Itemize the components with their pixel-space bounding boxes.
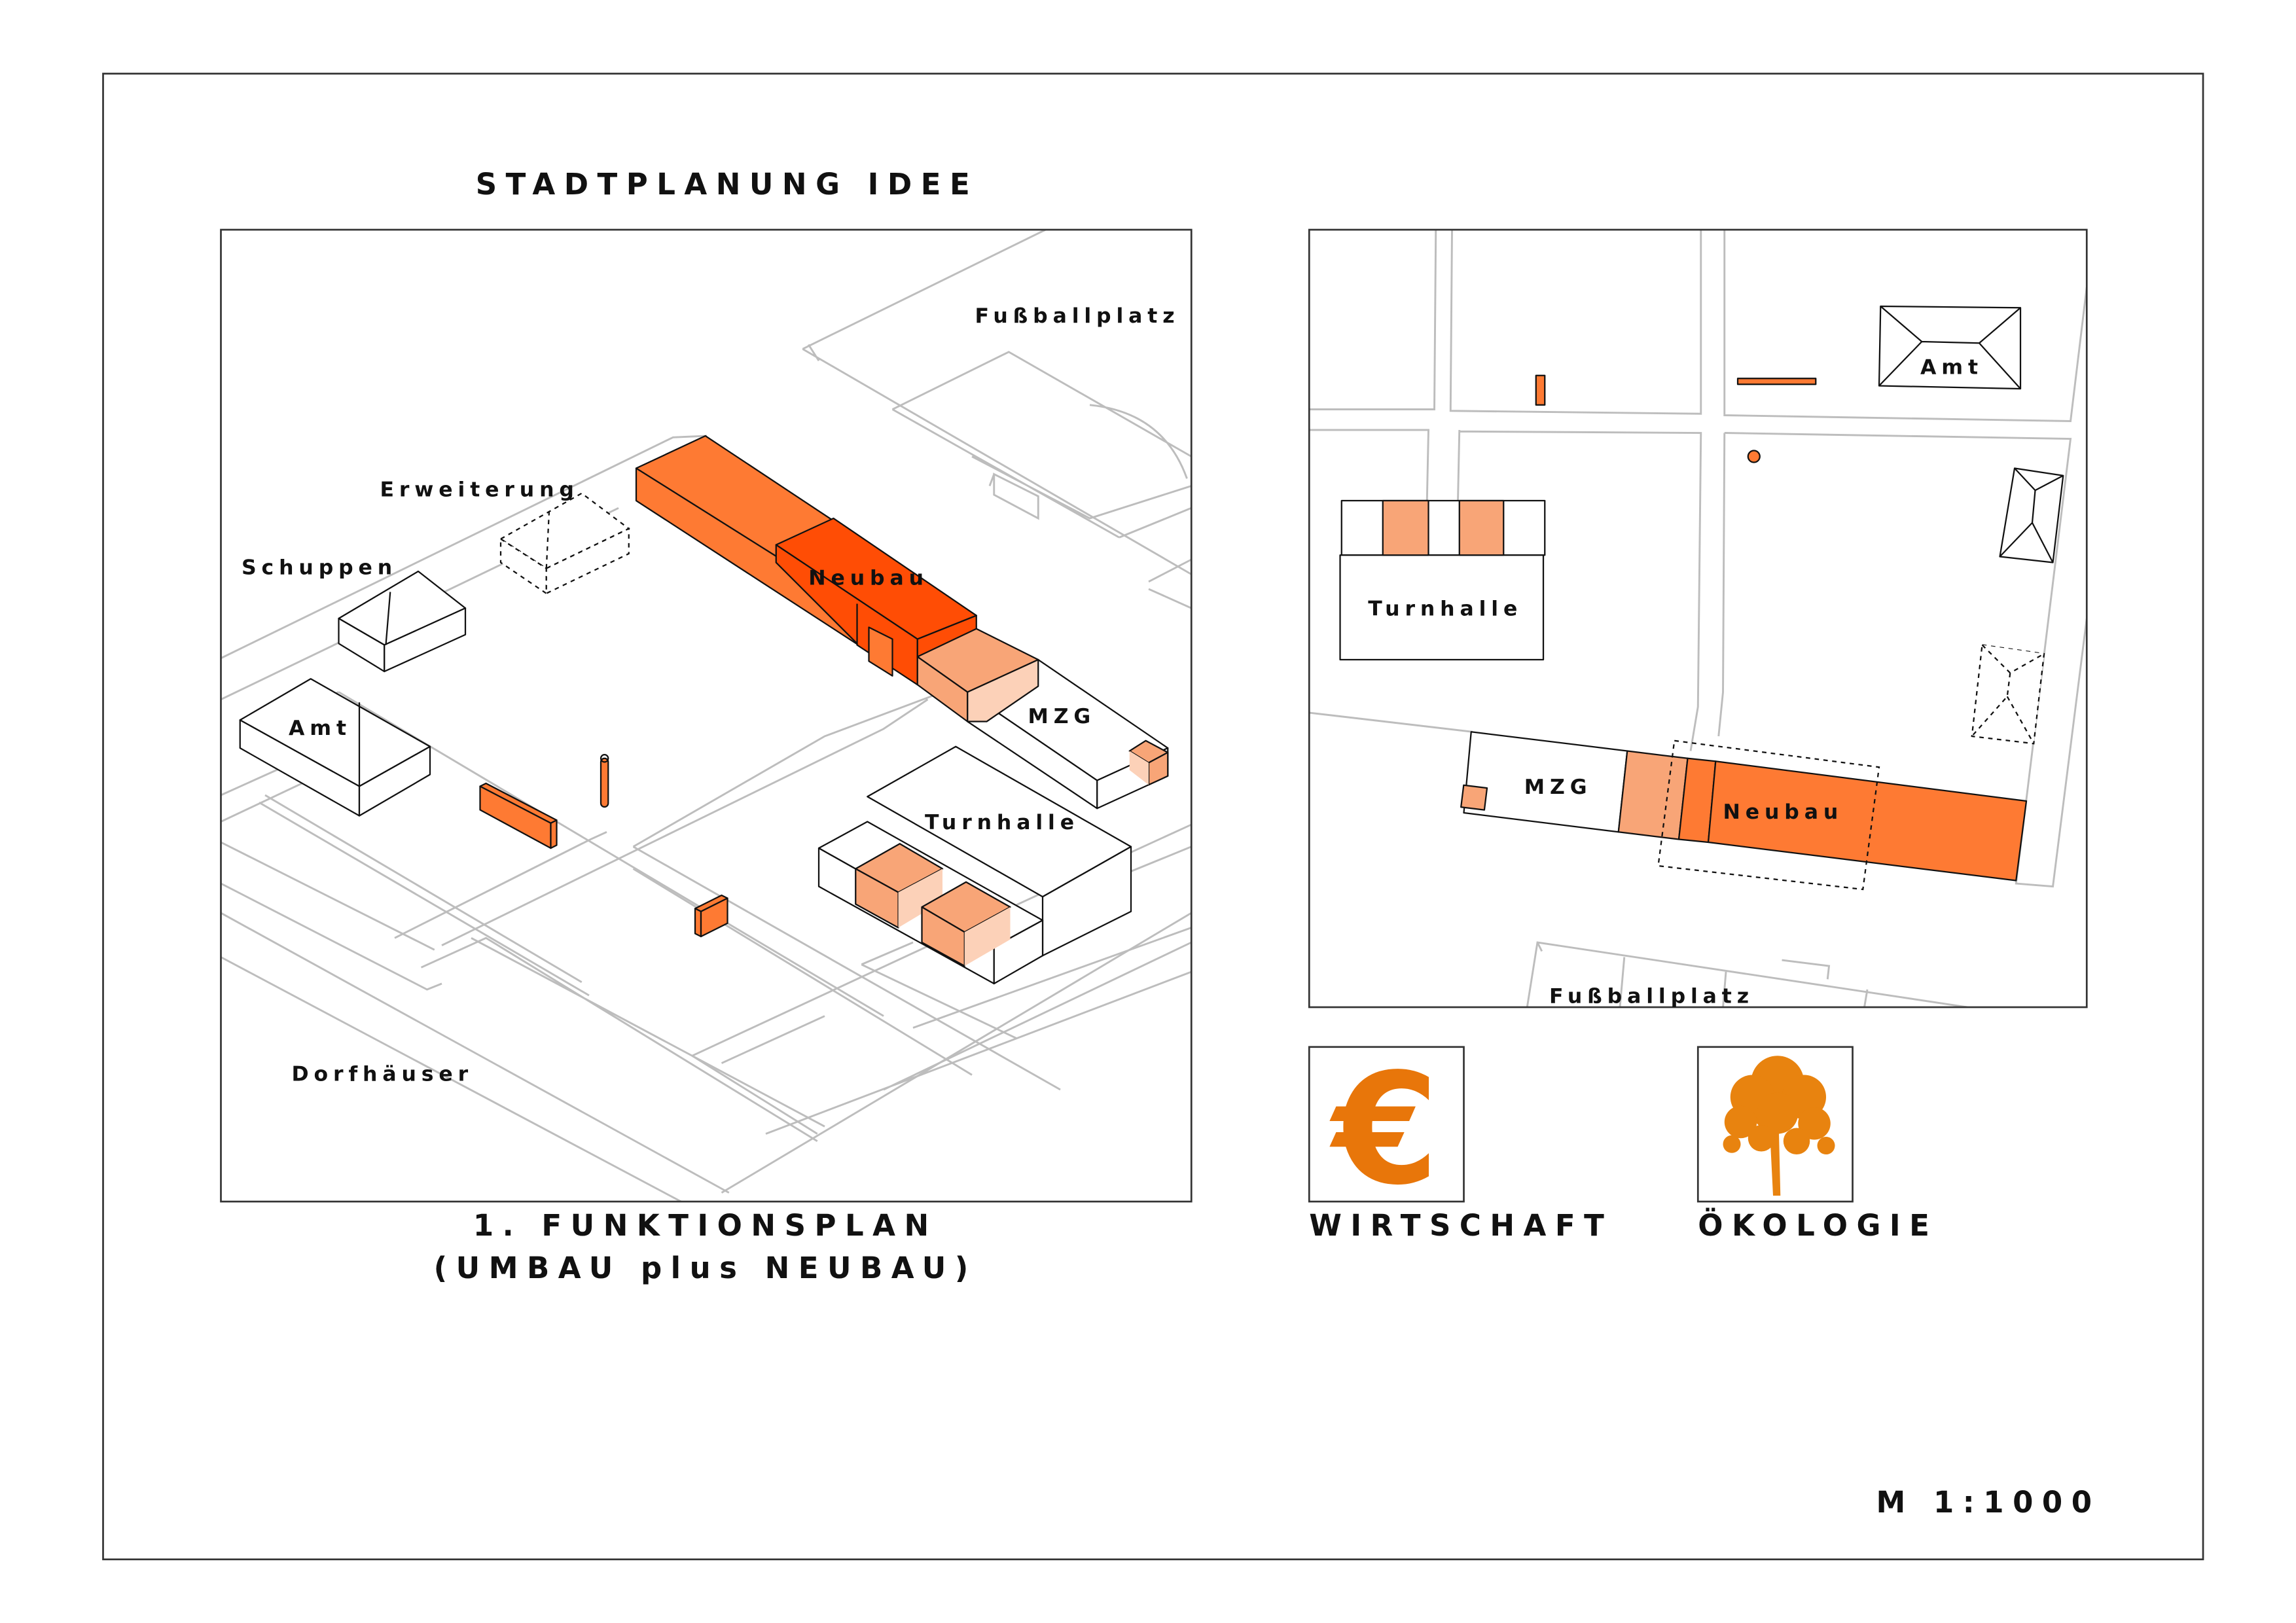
site-label-amt: Amt [1920,356,1983,380]
site-label-fussballplatz: Fußballplatz [1549,984,1754,1008]
orange-block-element [694,894,728,938]
sheet-title: STADTPLANUNG IDEE [476,167,979,202]
caption-funktionsplan: 1. FUNKTIONSPLAN [473,1208,938,1243]
label-oekologie: ÖKOLOGIE [1698,1208,1938,1243]
orange-point-plan [1747,450,1761,463]
euro-icon: € [1329,1041,1439,1219]
label-erweiterung: Erweiterung [380,478,579,501]
site-label-mzg: MZG [1524,776,1592,799]
euro-icon-frame [1308,1046,1465,1203]
economy-tile: € WIRTSCHAFT [1308,1041,1613,1243]
label-wirtschaft: WIRTSCHAFT [1309,1208,1613,1243]
orange-small-bar-plan [1535,374,1546,406]
label-neubau: Neubau [808,566,929,590]
site-plan: Amt Turnhalle MZG Neubau Fußballplatz [1308,228,2088,1008]
building-turnhalle-iso [817,745,1132,985]
orange-wall-element [479,782,558,849]
building-mzg-iso [916,628,1169,810]
label-turnhalle: Turnhalle [925,811,1079,834]
building-neubau-iso [635,435,977,687]
label-mzg: MZG [1028,705,1096,728]
building-amt-plan [1878,305,2022,390]
isometric-plan: Fußballplatz Erweiterung Schuppen Neubau… [220,228,1193,1285]
building-mzg-neubau-plan [1460,731,2028,891]
scale-label: M 1:1000 [1876,1485,2101,1520]
site-label-neubau: Neubau [1723,800,1844,824]
building-schuppen-iso [338,570,467,673]
tree-icon-frame [1696,1046,1854,1203]
ecology-tile: ÖKOLOGIE [1696,1046,1938,1243]
tree-icon [1723,1056,1835,1196]
caption-umbau-neubau: (UMBAU plus NEUBAU) [434,1251,977,1285]
label-schuppen: Schuppen [242,556,397,580]
building-dashed-house-plan [1971,644,2045,745]
site-label-turnhalle: Turnhalle [1368,597,1522,621]
label-amt: Amt [289,717,351,740]
building-turnhalle-plan [1339,499,1546,661]
label-fussballplatz: Fußballplatz [975,304,1180,328]
site-roads [1309,230,2087,1008]
building-amt-iso [239,678,431,817]
building-erweiterung-iso [499,492,630,595]
sheet-border [102,73,2204,1561]
orange-bar-plan [1736,378,1817,385]
iso-plan-frame [220,228,1193,1203]
label-dorfhaeuser: Dorfhäuser [292,1063,474,1086]
site-plan-frame [1308,228,2088,1008]
orange-pole-element [600,754,609,808]
building-house-plan [1999,467,2064,563]
